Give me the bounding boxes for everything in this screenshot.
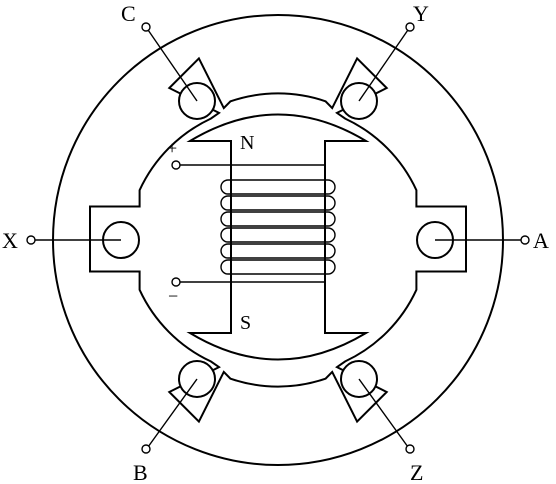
label-c: C xyxy=(121,1,136,26)
label-x: X xyxy=(2,228,18,253)
pole-label-north: N xyxy=(240,132,254,154)
sign-label-minus: − xyxy=(168,286,178,306)
lead-b xyxy=(147,378,198,448)
lead-y xyxy=(358,26,411,102)
lead-c xyxy=(145,26,198,102)
pole-label-south: S xyxy=(240,312,251,334)
label-a: A xyxy=(533,228,549,253)
field-terminal-plus xyxy=(171,160,181,170)
terminal-z xyxy=(405,444,415,454)
label-b: B xyxy=(133,460,148,484)
terminal-a xyxy=(520,235,530,245)
label-z: Z xyxy=(410,460,423,484)
field-terminal-minus xyxy=(171,277,181,287)
label-y: Y xyxy=(413,1,429,26)
terminal-b xyxy=(141,444,151,454)
sign-label-plus: + xyxy=(167,138,177,158)
lead-z xyxy=(358,378,409,448)
terminal-x xyxy=(26,235,36,245)
stator-inner-boundary xyxy=(89,56,467,424)
field-winding xyxy=(220,179,336,275)
terminal-c xyxy=(141,22,151,32)
rotor xyxy=(186,113,370,361)
terminal-y xyxy=(405,22,415,32)
